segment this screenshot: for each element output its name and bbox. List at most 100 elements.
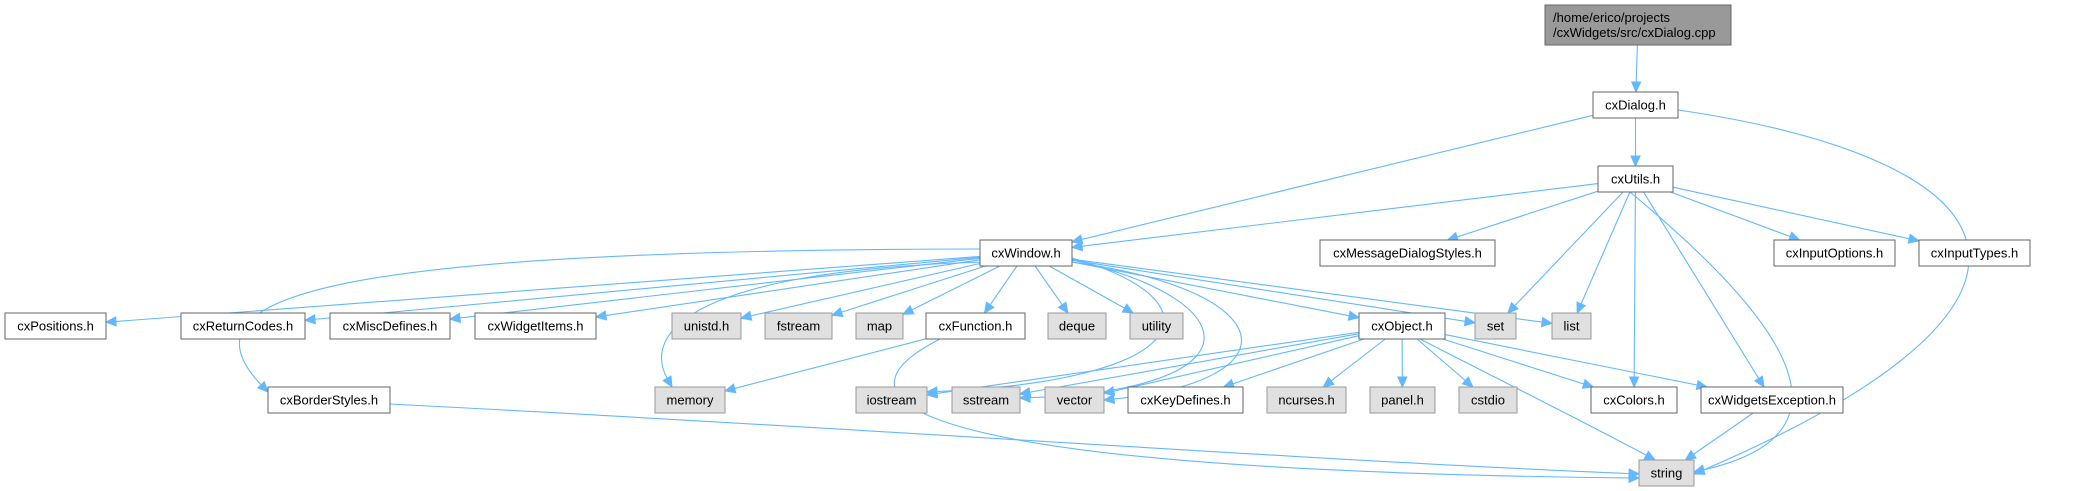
edge-line (114, 255, 981, 323)
node-utility: utility (1129, 312, 1184, 340)
node-string: string (1638, 459, 1695, 487)
edge-line (840, 265, 986, 314)
node-cxMiscDefines[interactable]: cxMiscDefines.h (329, 312, 451, 340)
node-cxUtils[interactable]: cxUtils.h (1597, 165, 1674, 193)
node-cxWindow[interactable]: cxWindow.h (979, 239, 1073, 267)
node-box (1638, 459, 1695, 487)
node-box (4, 312, 107, 340)
edge-cxWindow-to-fstream (830, 265, 986, 318)
edge-cxWindow-to-map (901, 265, 1001, 315)
edge-line (1071, 261, 1351, 317)
node-label: deque (1059, 319, 1095, 334)
node-label: cxWidgetItems.h (487, 319, 583, 334)
arrowhead-icon (1322, 376, 1335, 388)
node-label: cxDialog.h (1605, 98, 1666, 113)
edge-line (1580, 191, 1631, 305)
arrowhead-icon (1630, 155, 1641, 168)
edge-cxObject-to-ncurses (1322, 338, 1386, 388)
node-fstream: fstream (764, 312, 833, 340)
node-cxReturnCodes[interactable]: cxReturnCodes.h (180, 312, 306, 340)
edge-line (1080, 183, 1599, 247)
arrowhead-icon (1630, 81, 1642, 94)
node-label: /home/erico/projects (1553, 10, 1671, 25)
edge-cxObject-to-cstdio (1416, 338, 1474, 388)
node-box (1544, 4, 1732, 46)
arrowhead-icon (1628, 376, 1640, 389)
edge-cxUtils-to-string (1629, 191, 1793, 475)
node-box (1551, 312, 1592, 340)
edge-cxDialog-to-cxUtils (1630, 118, 1641, 168)
edges-layer (104, 44, 1970, 484)
arrowhead-icon (448, 312, 462, 324)
edge-line (1692, 412, 1754, 456)
edge-line (1071, 258, 1544, 323)
node-box (1319, 239, 1496, 267)
node-ncurses: ncurses.h (1266, 386, 1347, 414)
edge-line (1455, 190, 1599, 238)
node-box (1592, 91, 1679, 119)
edge-line (1034, 265, 1064, 306)
edge-line (1330, 338, 1386, 382)
arrowhead-icon (1628, 468, 1641, 479)
node-box (1590, 386, 1678, 414)
edge-line (238, 248, 981, 386)
edge-line (1071, 259, 1467, 322)
edge-cxDialog-to-cxWindow (1070, 114, 1594, 245)
node-cxPositions[interactable]: cxPositions.h (4, 312, 107, 340)
edge-cxObject-to-cxColors (1442, 338, 1595, 389)
arrowhead-icon (1102, 385, 1116, 397)
node-box (1597, 165, 1674, 193)
node-cxInputTypes[interactable]: cxInputTypes.h (1918, 239, 2031, 267)
node-box (1129, 312, 1184, 340)
arrowhead-icon (723, 383, 737, 394)
edge-line (1672, 186, 1911, 240)
edge-line (1048, 265, 1126, 310)
node-box (1474, 312, 1517, 340)
node-label: cxObject.h (1371, 319, 1432, 334)
node-label: cxUtils.h (1611, 172, 1660, 187)
node-cxInputOptions[interactable]: cxInputOptions.h (1773, 239, 1896, 267)
arrowhead-icon (1581, 378, 1595, 389)
node-label: cxBorderStyles.h (280, 393, 378, 408)
edge-cxWindow-to-set (1071, 259, 1477, 327)
node-box (1700, 386, 1844, 414)
node-box (1918, 239, 2031, 267)
node-cstdio: cstdio (1458, 386, 1518, 414)
node-label: panel.h (1381, 393, 1424, 408)
node-box (1773, 239, 1896, 267)
node-box (764, 312, 833, 340)
node-cxColors[interactable]: cxColors.h (1590, 386, 1678, 414)
node-box (1458, 386, 1518, 414)
node-label: cxInputOptions.h (1786, 246, 1884, 261)
node-cxObject[interactable]: cxObject.h (1358, 312, 1446, 340)
edge-line (1028, 333, 1360, 393)
edge-line (1112, 335, 1360, 392)
node-cxFunction[interactable]: cxFunction.h (925, 312, 1026, 340)
node-cxMessageDialogStyles[interactable]: cxMessageDialogStyles.h (1319, 239, 1496, 267)
node-cxDialog[interactable]: cxDialog.h (1592, 91, 1679, 119)
node-box (654, 386, 726, 414)
arrowhead-icon (662, 375, 673, 389)
edge-cxObject-to-cxKeyDefines (1222, 338, 1365, 389)
node-label: list (1564, 319, 1580, 334)
arrowhead-icon (901, 304, 915, 315)
node-cxKeyDefines[interactable]: cxKeyDefines.h (1127, 386, 1244, 414)
node-cxWidgetsException[interactable]: cxWidgetsException.h (1700, 386, 1844, 414)
node-label: memory (667, 393, 714, 408)
node-vector: vector (1044, 386, 1105, 414)
edge-cxWindow-to-cxObject (1071, 261, 1361, 321)
arrowhead-icon (1684, 449, 1697, 461)
node-cxBorderStyles[interactable]: cxBorderStyles.h (267, 386, 391, 414)
arrowhead-icon (1102, 393, 1115, 405)
edge-cxUtils-to-cxWindow (1070, 183, 1599, 252)
node-cxWidgetItems[interactable]: cxWidgetItems.h (474, 312, 597, 340)
edge-cxWindow-to-cxBorderStyles (238, 248, 981, 393)
edge-cxUtils-to-list (1576, 191, 1631, 315)
node-label: cxWidgetsException.h (1708, 393, 1836, 408)
arrowhead-icon (925, 388, 939, 399)
edge-cxBorderStyles-to-string (389, 403, 1641, 479)
edge-cxWindow-to-cxReturnCodes (303, 256, 981, 325)
edge-cxWindow-to-cxMiscDefines (448, 257, 981, 324)
node-box (671, 312, 742, 340)
node-label: cxPositions.h (17, 319, 94, 334)
